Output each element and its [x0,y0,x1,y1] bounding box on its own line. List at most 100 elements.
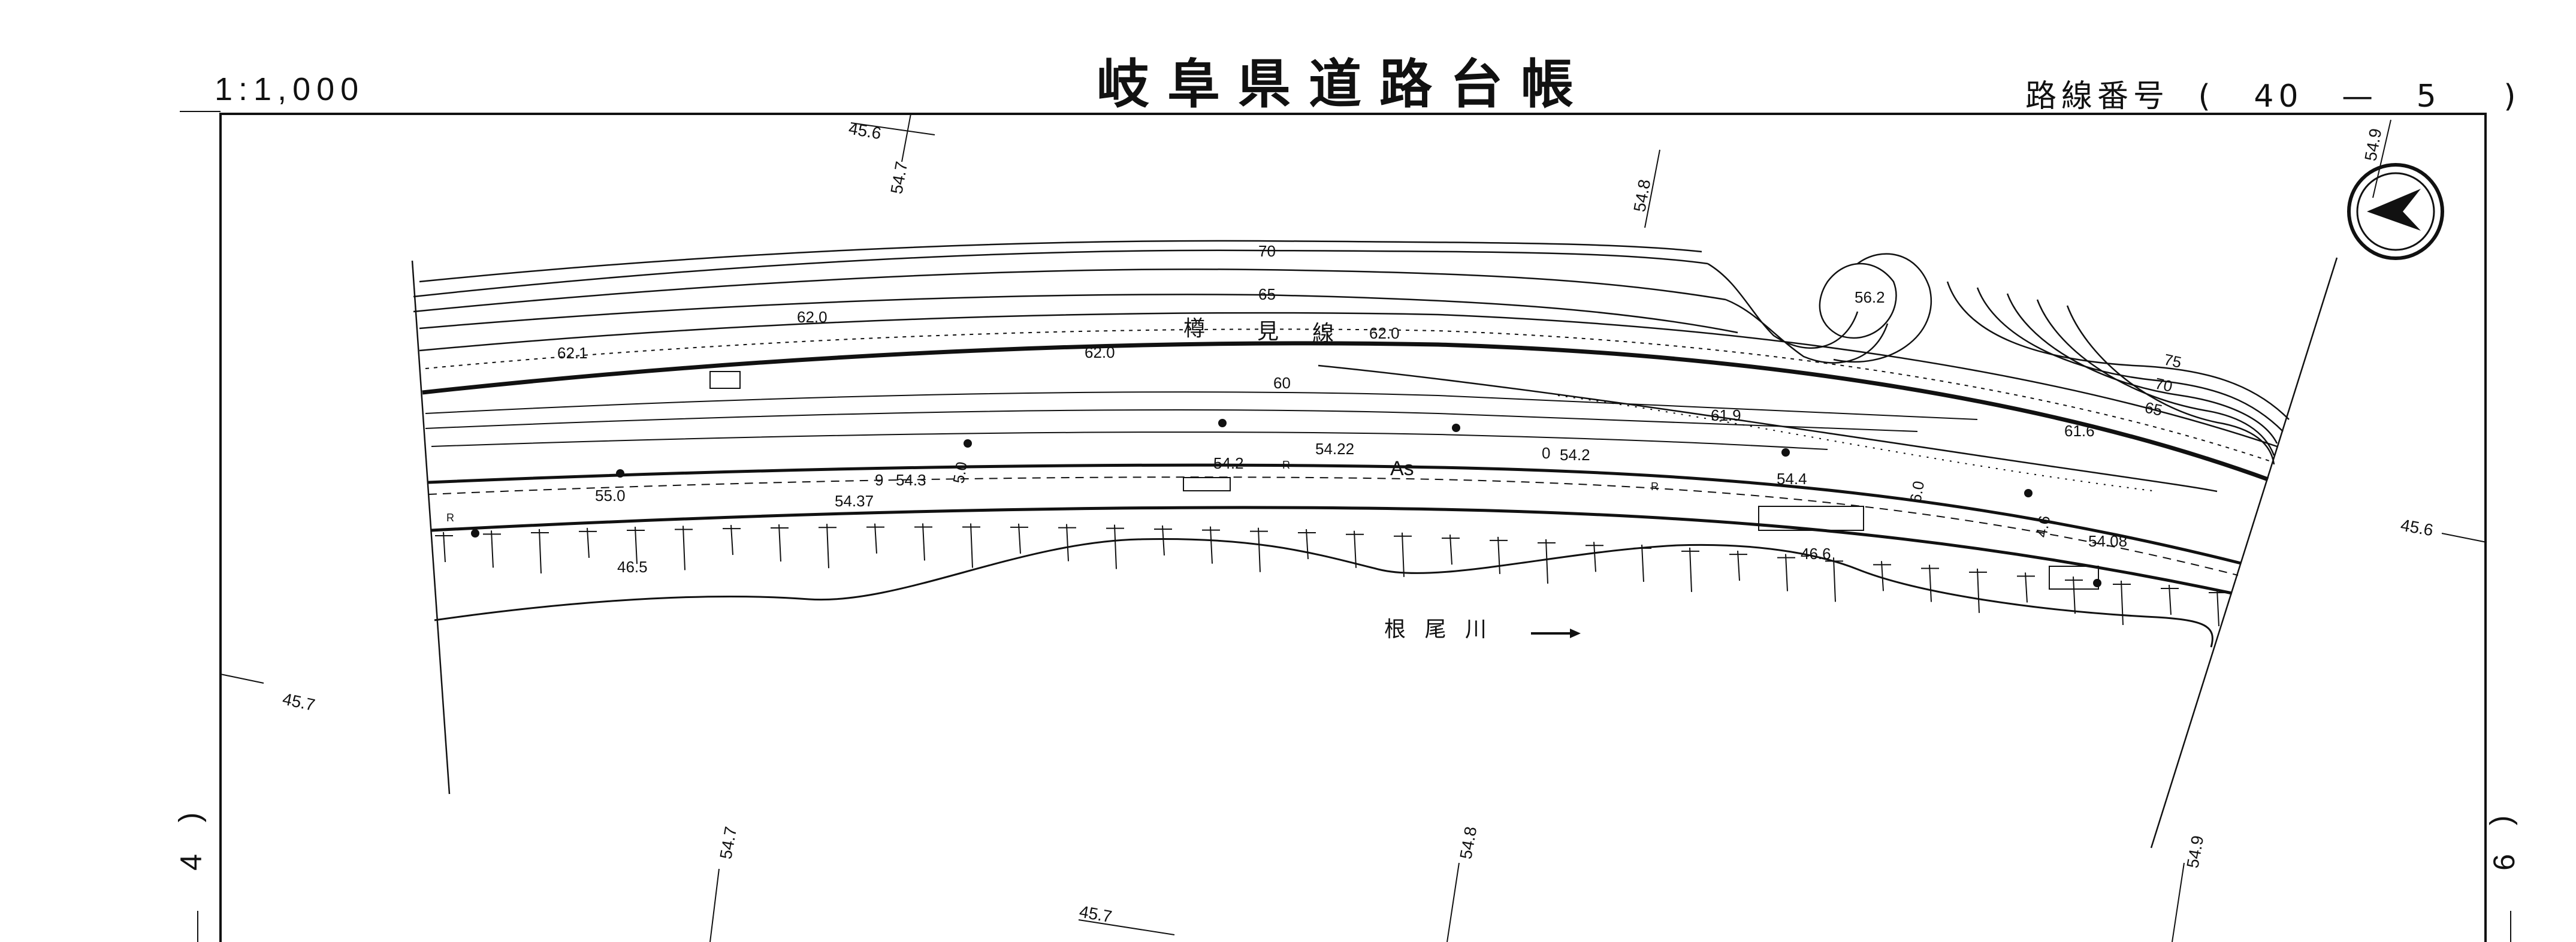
survey-point [964,439,972,448]
road-name-char: 樽 [1183,316,1205,341]
hatch-tick [2025,572,2028,603]
hatch-tick [1641,544,1644,582]
contour-label: 75 [2163,351,2184,372]
hatch-tick [1449,535,1452,565]
contour-label: 65 [1258,285,1276,303]
elevation-label: 46.5 [617,558,648,576]
contour-hill-b [1725,298,1889,364]
elevation-label: 62.0 [1369,324,1400,342]
hatch-tick [1018,523,1021,554]
sheet-index-left: 4 [174,854,208,871]
elevation-label: 46.6 [1801,545,1831,563]
road-name-char: 見 [1257,319,1279,344]
width-label: 4.6 [2032,514,2053,539]
hatch-tick [1977,568,1980,613]
grid-label: 45.6 [2399,515,2435,539]
contour-lines [413,240,2290,465]
contour-75-a [1946,281,2290,420]
survey-point [2093,579,2101,587]
road-name-char: 線 [1312,321,1334,346]
survey-point [1452,424,1460,432]
survey-boundary-left [411,260,451,795]
upper-road [419,312,2278,493]
hatch-tick [2216,588,2219,627]
elevation-label: 54.37 [835,492,874,510]
contour-75-b [1976,287,2284,432]
elevation-label: 61.9 [1711,406,1741,424]
hatch-tick [1737,551,1740,581]
terrain-1 [425,391,1978,420]
page-title: 岐阜県道路台帳 [1097,53,1592,115]
lower-road [428,463,2242,595]
elevation-label: 56.2 [1855,288,1885,306]
hatch-tick [1689,547,1692,592]
marker-r: R [1651,481,1659,493]
hatch-tick [1833,557,1836,602]
structure-1 [1183,477,1231,491]
grid-label: 54.9 [2183,834,2207,869]
lower-road-lower-edge [431,506,2233,595]
slope-dots [1557,395,2158,492]
survey-point [2024,489,2033,497]
hatch-tick [682,526,685,570]
hatch-tick [778,524,781,562]
hatch-tick [1929,564,1932,602]
hatch-tick [1162,525,1165,555]
contour-70-b [2006,293,2278,444]
width-label: 6.0 [1906,479,1928,504]
grid-label: 45.7 [1078,902,1113,926]
grid-tick-bottom-4 [1078,919,1175,935]
contour-label: 65 [2143,398,2164,419]
structure-2 [1758,506,1864,531]
sheet-index-right: 6 [2487,854,2521,871]
elevation-label: 54.2 [1560,446,1590,464]
grid-label: 54.7 [887,160,911,195]
contour-64 [419,294,1738,334]
hatch-tick [443,532,446,563]
grid-lines [197,113,2511,942]
building-1 [709,371,741,389]
survey-point [1781,448,1790,457]
contour-hilltop-outer [1833,253,1932,363]
route-dash: — [2342,78,2378,114]
contour-70 [413,249,1708,298]
grid-tick-top-1 [901,113,911,162]
width-label: 0 [1542,444,1550,462]
hatch-tick [587,527,590,558]
north-arrow-icon [2347,163,2444,260]
hatch-tick [970,523,973,568]
route-sub-number: 5 [2416,78,2441,114]
sheet-paren-left: ) [173,812,207,823]
road-edge-upper [419,312,2278,448]
structure-3 [2049,566,2099,590]
elevation-label: 62.0 [797,308,828,326]
hatch-tick [1258,527,1261,572]
hatch-tick [1593,542,1596,572]
survey-point [616,469,624,478]
river-edge [434,538,2213,648]
grid-tick-top-3 [2372,119,2391,198]
grid-label: 45.7 [281,690,317,715]
hatch-tick [2073,576,2076,614]
elevation-label: 61.6 [2064,422,2095,440]
contour-label: 70 [2154,375,2175,395]
route-open-paren: ( [2198,78,2215,114]
route-close-paren: ) [2503,78,2521,114]
hatch-tick [1210,526,1213,564]
grid-tick-right [2441,533,2487,543]
road-centerline [425,328,2272,462]
lower-road-upper-edge [428,463,2242,565]
hatch-tick [1306,529,1309,560]
elevation-label: 54.3 [896,471,926,489]
hatch-tick [874,523,877,554]
hatch-tick [922,523,925,561]
width-label: 5.0 [949,460,971,485]
elevation-label: 62.1 [557,344,588,362]
survey-points [471,419,2101,587]
structures [709,371,2099,590]
route-number-label: 路線番号 ( 40 — 5 ) [2025,71,2521,116]
survey-point [1218,419,1227,427]
sheet-frame [219,113,2487,942]
width-label: 9 [875,471,883,489]
